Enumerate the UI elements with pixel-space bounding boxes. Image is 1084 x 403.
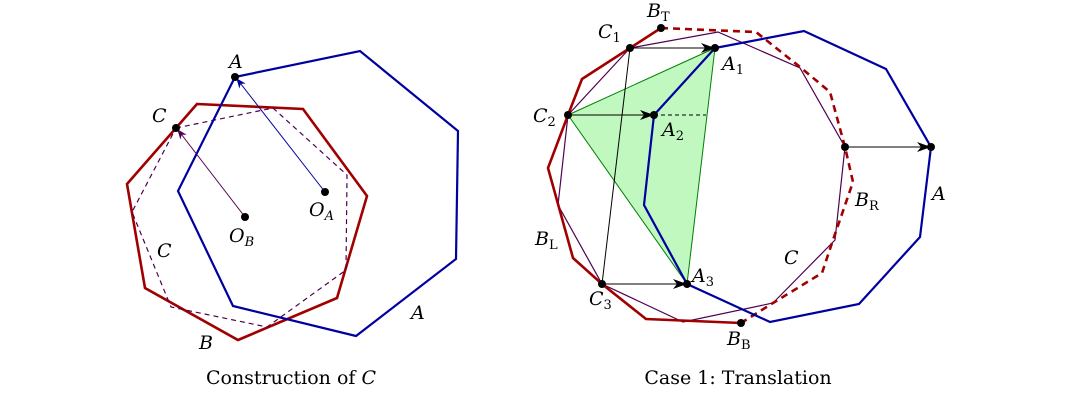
label-A3-sub: 3 (706, 275, 714, 290)
point-A1 (711, 44, 719, 52)
label-BT-sub: T (661, 10, 670, 25)
left-figure: A C OA OB C B A Construction of C (125, 49, 460, 389)
label-OB: OB (229, 225, 254, 250)
label-C3-sub: 3 (604, 298, 612, 313)
arrow-OA-to-A (236, 78, 326, 193)
label-C2-main: C (533, 105, 548, 127)
label-A3-main: A (690, 265, 706, 287)
label-BT-main: B (646, 0, 661, 22)
line-C1-C3 (601, 47, 631, 285)
point-C3 (598, 280, 606, 288)
green-triangle (567, 47, 716, 286)
label-BB: BB (726, 328, 751, 353)
caption-left: Construction of C (206, 367, 377, 389)
point-A3 (683, 280, 691, 288)
label-BR: BR (854, 189, 880, 214)
label-C: C (152, 105, 167, 127)
label-OA-main: O (309, 199, 325, 221)
label-C1-sub: 1 (613, 31, 621, 46)
label-BL: BL (534, 228, 558, 253)
point-OA (321, 188, 329, 196)
label-C2-sub: 2 (548, 115, 556, 130)
label-BT: BT (646, 0, 670, 25)
point-A (231, 73, 239, 81)
point-BT (657, 24, 665, 32)
point-OB (241, 213, 249, 221)
label-A2-main: A (660, 119, 676, 141)
label-set-C: C (784, 247, 799, 269)
point-C2 (564, 111, 572, 119)
right-figure: BT C1 A1 C2 A2 C3 A3 BB BL BR A C Case 1… (533, 0, 946, 389)
polygon-A (176, 49, 460, 338)
label-C2: C2 (533, 105, 556, 130)
point-C1 (626, 44, 634, 52)
label-BR-sub: R (869, 199, 880, 214)
label-C3: C3 (589, 288, 612, 313)
point-A2 (650, 111, 658, 119)
label-A1-main: A (720, 53, 736, 75)
label-C1-main: C (598, 21, 613, 43)
point-A-right (927, 143, 935, 151)
label-A2-sub: 2 (676, 129, 684, 144)
label-OA-sub: A (324, 209, 334, 224)
label-C1: C1 (598, 21, 621, 46)
label-BB-main: B (726, 328, 741, 350)
polygon-B-left (546, 26, 742, 325)
label-OB-sub: B (244, 235, 255, 250)
label-OB-main: O (229, 225, 245, 247)
label-BL-sub: L (549, 238, 558, 253)
label-A3: A3 (690, 265, 714, 290)
caption-left-symbol: C (361, 367, 376, 389)
arrow-OB-to-C (177, 129, 246, 218)
polygon-C-dashed (131, 107, 348, 328)
label-A2: A2 (660, 119, 684, 144)
point-C (172, 124, 180, 132)
point-BB (737, 319, 745, 327)
caption-right: Case 1: Translation (644, 367, 831, 389)
label-set-A: A (409, 302, 425, 324)
polygon-B-right-dashed (660, 26, 855, 325)
point-BR (841, 143, 849, 151)
polygon-A (642, 29, 933, 324)
label-BB-sub: B (741, 338, 751, 353)
label-BL-main: B (534, 228, 549, 250)
label-A: A (227, 51, 243, 73)
label-A1: A1 (720, 53, 744, 78)
label-set-B: B (198, 332, 213, 354)
label-BR-main: B (854, 189, 869, 211)
label-OA: OA (309, 199, 334, 224)
label-A1-sub: 1 (736, 63, 744, 78)
label-set-C: C (157, 240, 172, 262)
label-C3-main: C (589, 288, 604, 310)
caption-left-text: Construction of (206, 367, 362, 389)
label-set-A: A (930, 183, 946, 205)
